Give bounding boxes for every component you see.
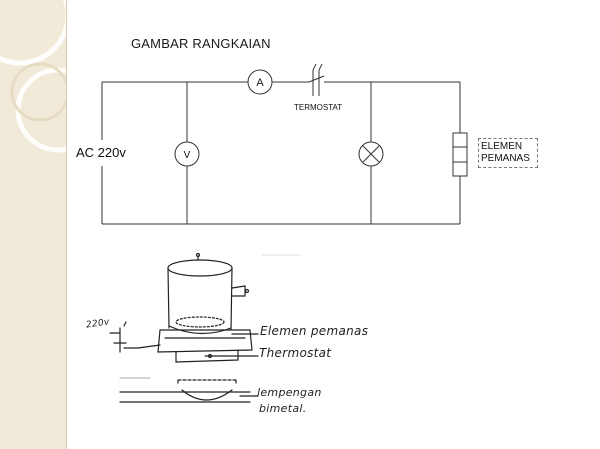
sketch-plate-label-line2: bimetal.	[259, 402, 307, 415]
ammeter-icon	[247, 69, 273, 95]
thermostat-switch-icon	[308, 63, 325, 96]
decorative-side-panel	[0, 0, 67, 449]
voltmeter-icon	[174, 141, 200, 167]
heating-element-icon	[452, 132, 468, 177]
slide-title: GAMBAR RANGKAIAN	[131, 36, 271, 51]
voltmeter-symbol: V	[184, 150, 191, 161]
heating-element-label-line2: PEMANAS	[481, 153, 530, 164]
lamp-icon	[358, 141, 384, 167]
sketch-plate-label-line1: lempengan	[257, 386, 322, 399]
thermostat-label: TERMOSTAT	[294, 103, 343, 112]
heating-element-label: ELEMEN PEMANAS	[478, 138, 538, 168]
ac-source-label: AC 220v	[76, 145, 126, 160]
sketch-heater-label: Elemen pemanas	[260, 324, 369, 338]
heater-sketch-icon	[109, 252, 301, 403]
ammeter-symbol: A	[256, 77, 264, 89]
heating-element-label-line1: ELEMEN	[481, 141, 523, 152]
decorative-circles-icon	[0, 0, 66, 153]
sketch-thermostat-label: Thermostat	[259, 346, 332, 360]
